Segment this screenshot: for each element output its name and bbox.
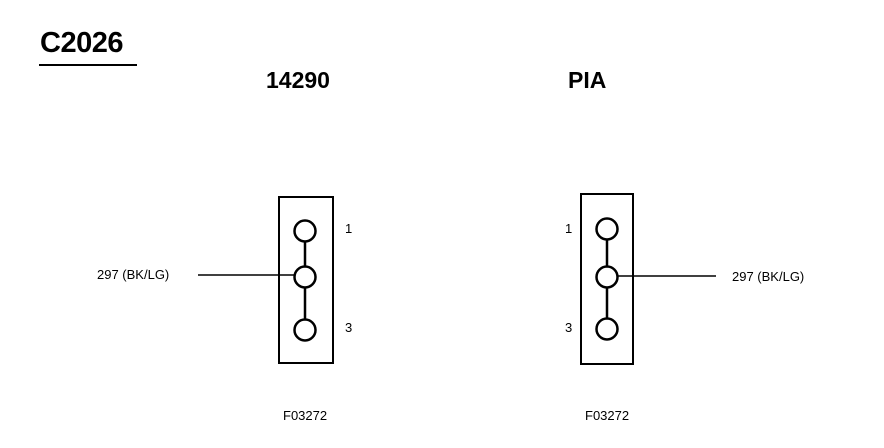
left-pin-3 [293,318,317,342]
right-wire-label: 297 (BK/LG) [732,269,805,284]
right-pin-2 [595,265,619,289]
right-pin-1 [595,217,619,241]
left-connector [198,196,334,364]
left-pin-3-label: 3 [345,320,353,335]
left-wire-label: 297 (BK/LG) [97,267,170,282]
right-figure-code: F03272 [585,408,630,423]
left-connector-body [278,196,334,364]
left-pin-2 [293,265,317,289]
right-connector [580,193,716,365]
right-pin-3 [595,317,619,341]
left-connector-heading: 14290 [266,67,330,93]
left-pin-1 [293,219,317,243]
connector-title: C2026 [40,27,123,59]
right-connector-body [580,193,634,365]
left-pin-1-label: 1 [345,221,353,236]
right-pin-3-label: 3 [565,320,573,335]
right-pin-1-label: 1 [565,221,573,236]
right-connector-heading: PIA [568,67,607,93]
title-underline [39,64,137,66]
left-figure-code: F03272 [283,408,328,423]
